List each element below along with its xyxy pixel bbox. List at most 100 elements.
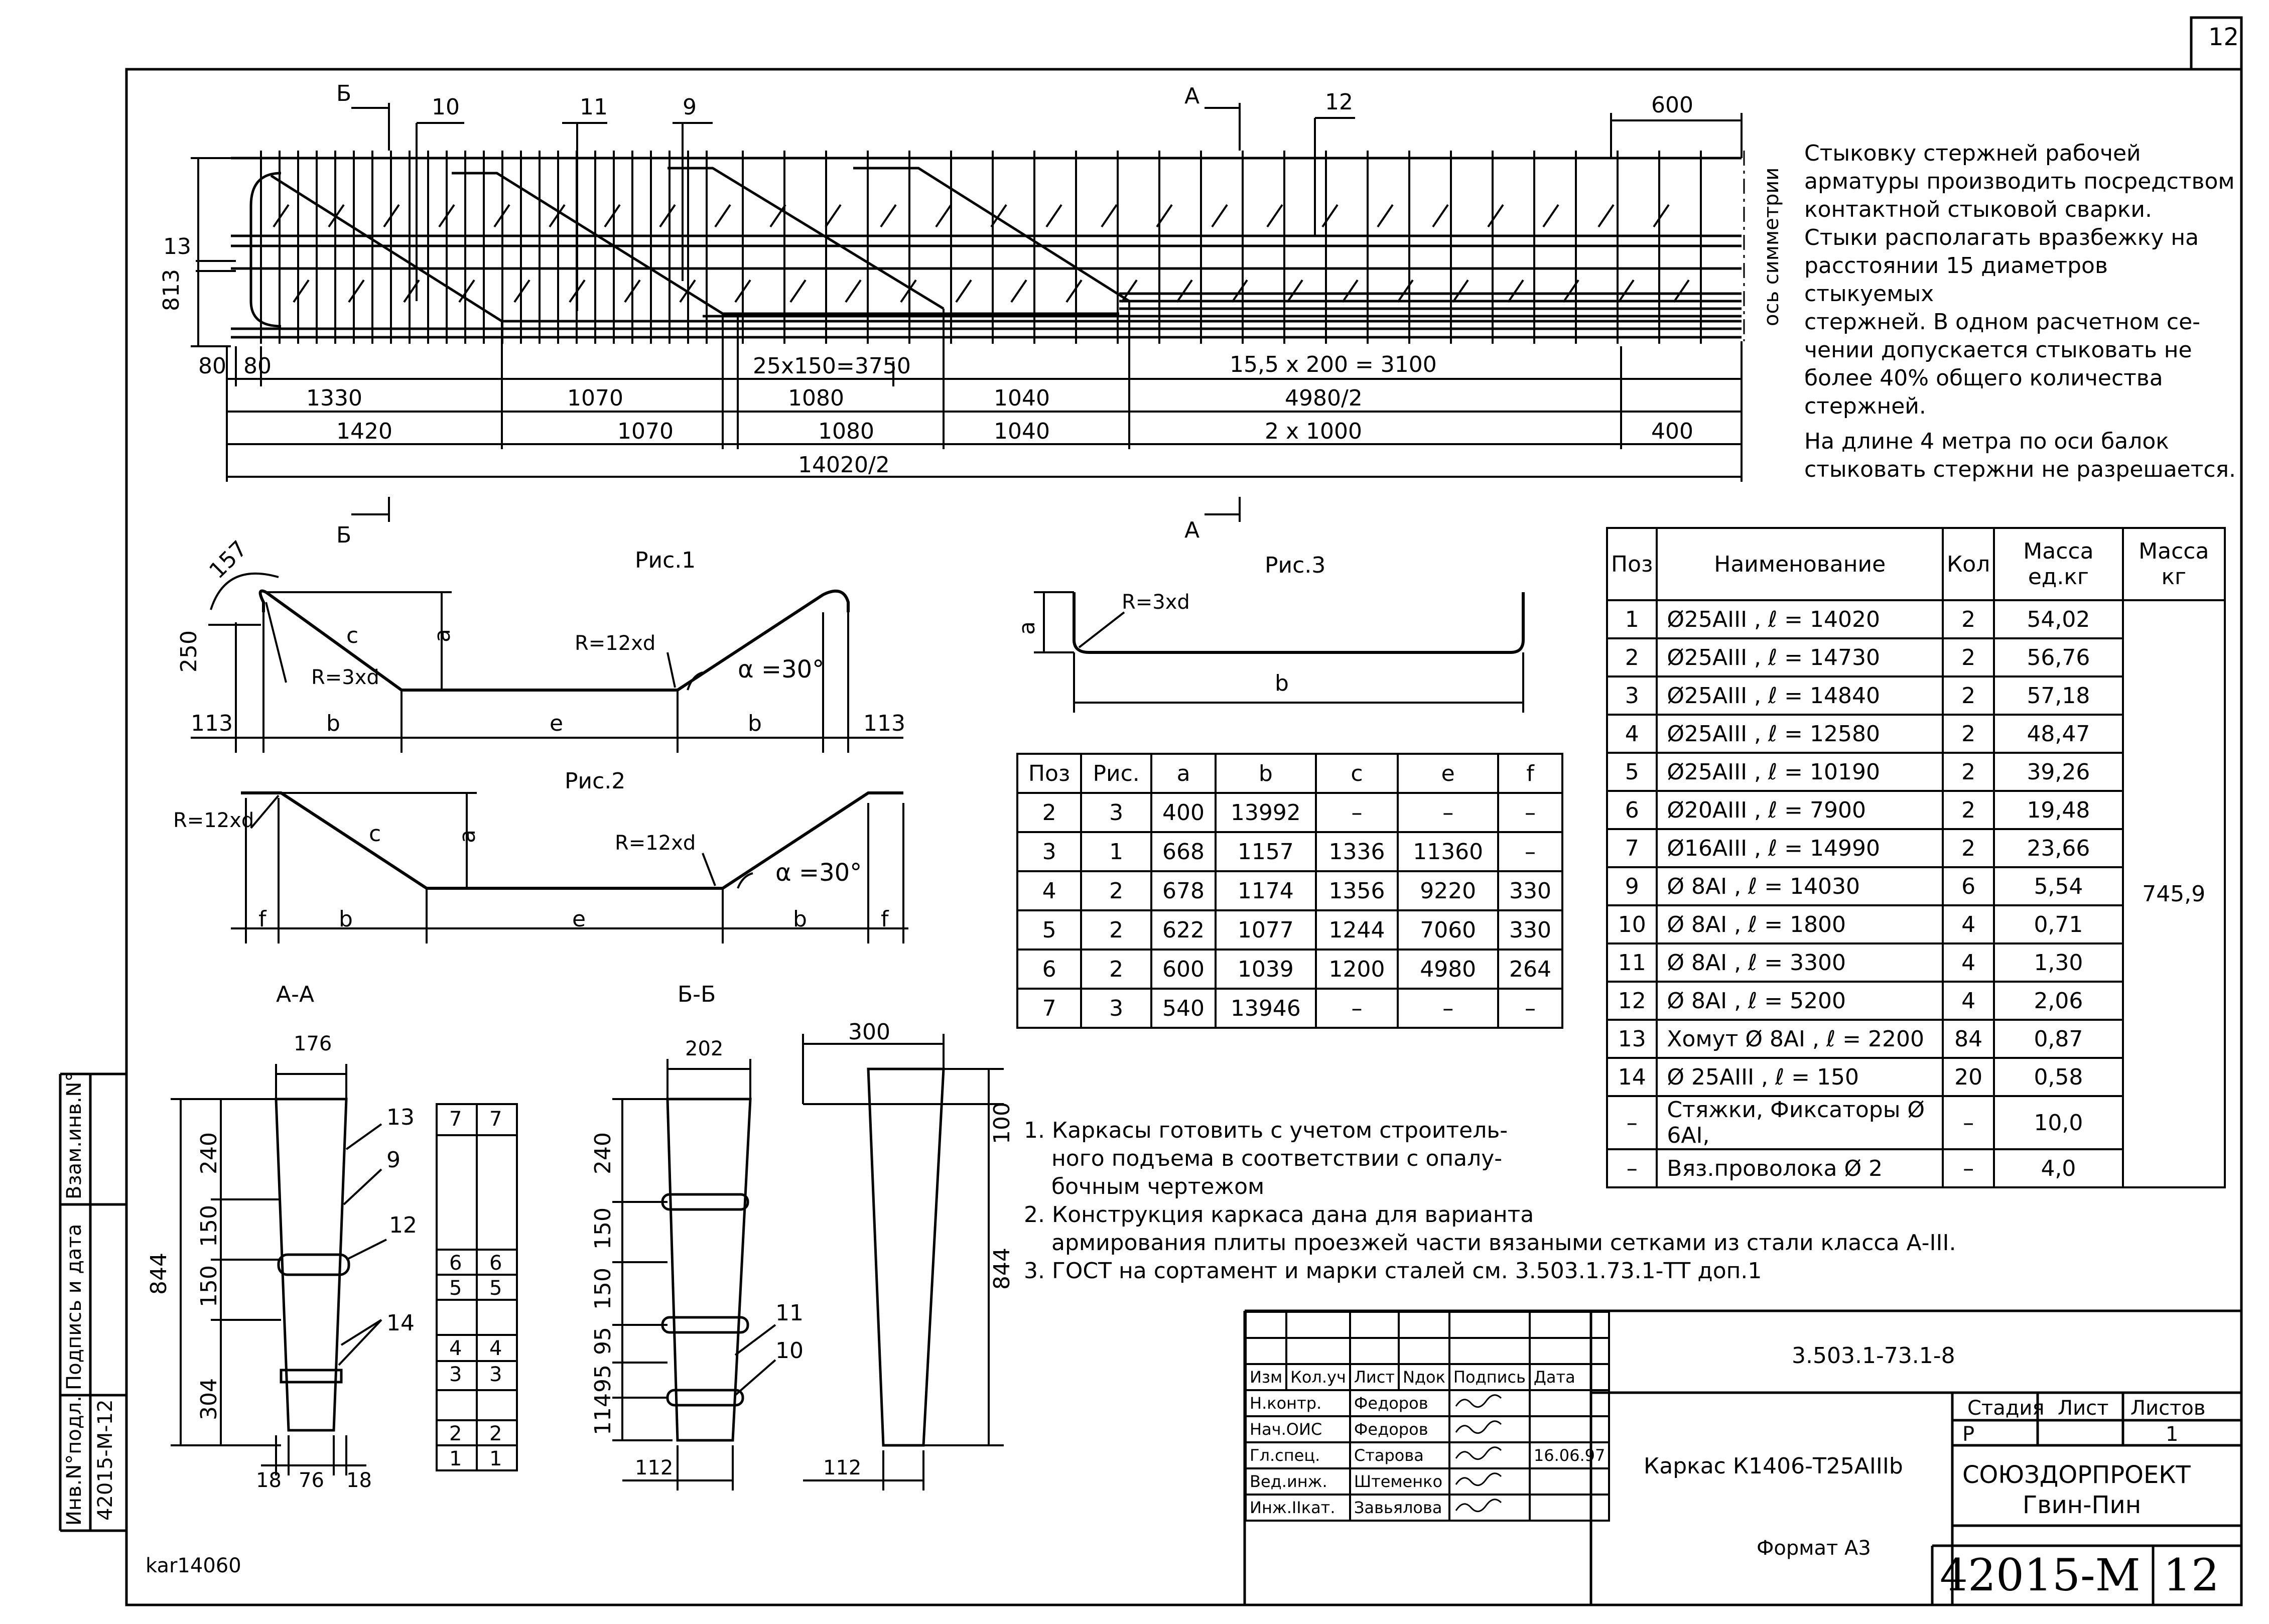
table-cell: 2 — [1016, 792, 1083, 833]
position-label: 5 — [489, 1277, 502, 1300]
fig1-title: Рис.1 — [635, 548, 696, 573]
stamp-date — [1528, 1467, 1611, 1496]
doc-code: 3.503.1-73.1-8 — [1792, 1343, 1955, 1369]
table-cell: 1077 — [1215, 909, 1317, 951]
dim-25x150: 25x150=3750 — [753, 353, 911, 379]
fig1-113-right: 113 — [863, 711, 905, 736]
table-cell: 3 — [1016, 831, 1083, 872]
spec-name: Ø 8АI , ℓ = 14030 — [1656, 866, 1944, 906]
dim-1420: 1420 — [336, 419, 392, 444]
bb-dim-240: 240 — [590, 1132, 616, 1174]
fig2-title: Рис.2 — [565, 768, 626, 794]
table-cell: 3 — [1080, 988, 1153, 1029]
dim-1330: 1330 — [306, 385, 362, 411]
table-cell: 1174 — [1215, 870, 1317, 911]
doc-number: 42015-М — [1940, 1549, 2141, 1601]
shape-table-header-cell: Поз — [1016, 753, 1083, 794]
spec-pos: 9 — [1606, 866, 1658, 906]
shape-table-header-cell: e — [1397, 753, 1499, 794]
section-aa-dims — [171, 1064, 387, 1475]
sheets-header: Листов — [2130, 1397, 2206, 1420]
spec-pos: 4 — [1606, 714, 1658, 754]
stamp-header-cell: Изм — [1244, 1363, 1288, 1391]
fig1-dims — [191, 572, 903, 753]
table-cell: – — [1497, 831, 1563, 872]
strip-inv-number: 42015-М-12 — [94, 1399, 117, 1521]
stamp-cell — [1244, 1311, 1288, 1339]
spec-qty: 6 — [1941, 866, 1995, 906]
position-label: 1 — [449, 1447, 462, 1470]
aa-callout-13: 13 — [386, 1105, 415, 1130]
dim-1070-b: 1070 — [617, 419, 674, 444]
section-mark-b-bottom: Б — [336, 522, 352, 548]
stamp-name: Федоров — [1349, 1415, 1450, 1443]
aa-callout-14: 14 — [386, 1310, 415, 1336]
spec-qty: 2 — [1941, 675, 1995, 716]
fig1-113-left: 113 — [191, 711, 233, 736]
spec-qty: 4 — [1941, 942, 1995, 983]
position-label: 4 — [489, 1337, 502, 1360]
aa-dim-76: 76 — [299, 1469, 324, 1492]
stamp-cell — [1349, 1311, 1400, 1339]
fig3-title: Рис.3 — [1265, 553, 1326, 578]
table-cell: 1039 — [1215, 949, 1317, 990]
spec-unit-mass: 56,76 — [1993, 637, 2124, 678]
stamp-signature — [1448, 1467, 1531, 1496]
aa-dim-18-right: 18 — [346, 1469, 372, 1492]
spec-pos: 14 — [1606, 1057, 1658, 1097]
spec-name: Ø 25АIII , ℓ = 150 — [1656, 1057, 1944, 1097]
stamp-cell — [1397, 1337, 1450, 1365]
spec-pos: 2 — [1606, 637, 1658, 678]
fig2-f-left: f — [258, 906, 266, 932]
position-label: 7 — [489, 1108, 502, 1131]
spec-pos: 11 — [1606, 942, 1658, 983]
sheet-header: Лист — [2058, 1397, 2109, 1420]
stamp-name: Штеменко — [1349, 1467, 1450, 1496]
aa-dim-176: 176 — [294, 1032, 332, 1055]
section-bb-shape — [661, 1098, 752, 1442]
dim-13: 13 — [163, 234, 191, 259]
position-label: 6 — [449, 1252, 462, 1275]
table-cell: 330 — [1497, 909, 1563, 951]
table-cell: 1244 — [1314, 909, 1399, 951]
table-cell: 264 — [1497, 949, 1563, 990]
section-aa-title: А-А — [276, 982, 315, 1007]
stamp-name: Старова — [1349, 1441, 1450, 1469]
table-cell: 4 — [1016, 870, 1083, 911]
fig3-b: b — [1275, 670, 1289, 696]
position-label: 5 — [449, 1277, 462, 1300]
drawing-frame — [125, 68, 2243, 1606]
stamp-cell — [1349, 1337, 1400, 1365]
stamp-person-row: Н.контр.Федоров — [1245, 1389, 1611, 1417]
spec-unit-mass: 0,58 — [1993, 1057, 2124, 1097]
spec-unit-mass: 23,66 — [1993, 828, 2124, 868]
aa-dim-844: 844 — [146, 1253, 172, 1295]
stamp-signature — [1448, 1441, 1531, 1469]
fig1-250: 250 — [176, 630, 202, 672]
stamp-name: Завьялова — [1349, 1494, 1450, 1522]
spec-unit-mass: 39,26 — [1993, 752, 2124, 792]
dim-1040-b: 1040 — [994, 419, 1050, 444]
spec-pos: – — [1606, 1148, 1658, 1188]
stamp-empty-row — [1244, 1337, 1611, 1365]
section-mark-b-top: Б — [336, 81, 352, 106]
shape-table-header-cell: b — [1215, 753, 1317, 794]
stamp-cell — [1448, 1337, 1531, 1365]
fig2-r12-right: R=12xd — [615, 832, 696, 855]
spec-unit-mass: 54,02 — [1993, 599, 2124, 639]
callout-11: 11 — [580, 94, 608, 120]
position-label: 2 — [489, 1422, 502, 1445]
signature-icon — [1455, 1499, 1502, 1512]
spec-pos: 6 — [1606, 790, 1658, 830]
side-view — [867, 1067, 945, 1447]
